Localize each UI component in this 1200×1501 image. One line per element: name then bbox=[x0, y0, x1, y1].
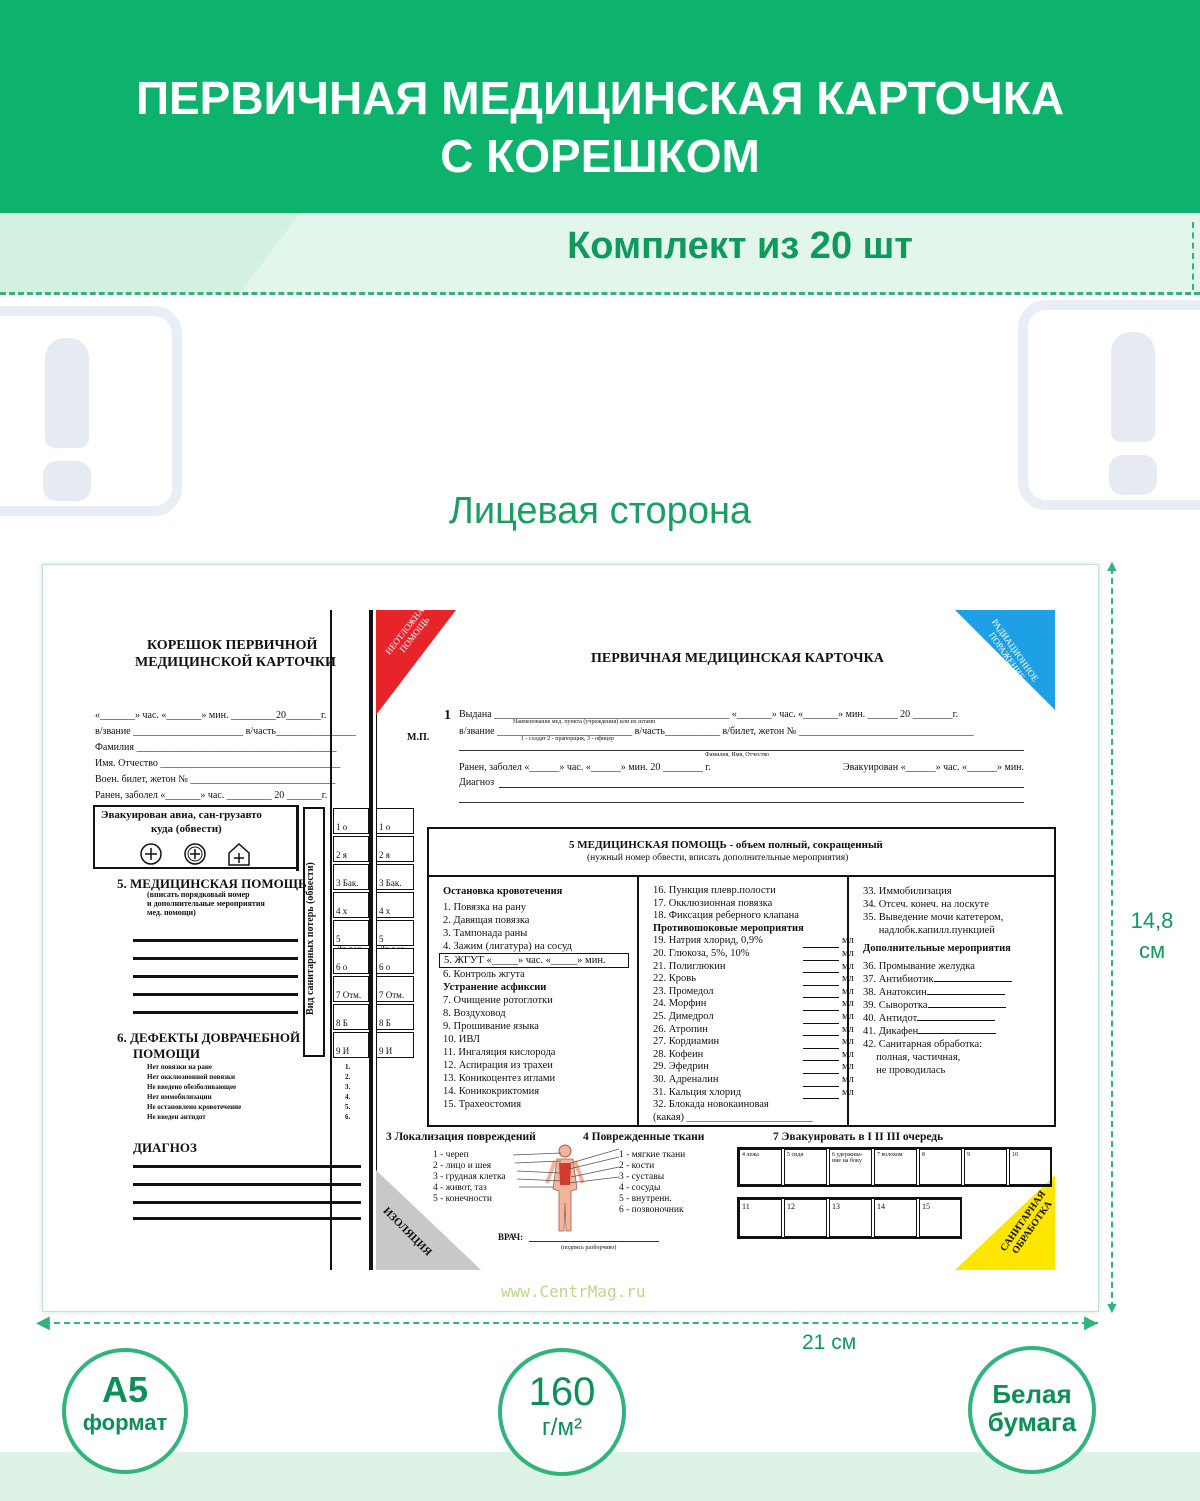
evac-icons bbox=[140, 842, 250, 866]
loss-type-cell[interactable]: 9 И bbox=[376, 1032, 414, 1058]
stub-defects-title: 6. ДЕФЕКТЫ ДОВРАЧЕБНОЙ bbox=[117, 1030, 301, 1045]
set-count: Комплект из 20 шт bbox=[567, 225, 913, 267]
field-number: 1 bbox=[444, 708, 451, 723]
stub-help-title: 5. МЕДИЦИНСКАЯ ПОМОЩЬ bbox=[117, 876, 307, 891]
face-side-label: Лицевая сторона bbox=[448, 490, 752, 532]
stub-row: Имя. Отчество __________________________… bbox=[95, 758, 341, 769]
loss-type-cell[interactable]: 6 о bbox=[333, 948, 369, 974]
loss-type-cell[interactable]: 2 я bbox=[376, 836, 414, 862]
evac-transport-cell[interactable]: 13 bbox=[829, 1199, 872, 1237]
arrow-up-icon: ▲ bbox=[1104, 558, 1120, 575]
corner-red bbox=[376, 610, 456, 715]
arrow-left-icon: ◀ bbox=[36, 1312, 50, 1332]
loss-vertical-label: Вид санитарных потерь (обвести) bbox=[305, 862, 316, 1015]
loss-type-cell[interactable]: 3 Бак. bbox=[376, 864, 414, 890]
loss-type-cell[interactable]: 1 о bbox=[376, 808, 414, 834]
width-label: 21 см bbox=[802, 1331, 857, 1354]
loss-type-cell[interactable]: 5 Др.вор. bbox=[333, 920, 369, 954]
stub-row: Ранен, заболел «_______» час. _________ … bbox=[95, 790, 328, 801]
body-figure-icon bbox=[512, 1144, 620, 1232]
evac-transport-cell[interactable]: 12 bbox=[784, 1199, 827, 1237]
stub-row: Фамилия ________________________________… bbox=[95, 742, 337, 753]
density-badge: 160 г/м² bbox=[498, 1348, 626, 1476]
height-dimension-line bbox=[1111, 568, 1113, 1308]
doctor-label: ВРАЧ: bbox=[498, 1232, 524, 1242]
loss-type-cell[interactable]: 4 х bbox=[376, 892, 414, 918]
arrow-down-icon: ▼ bbox=[1104, 1300, 1120, 1317]
loss-type-cell[interactable]: 4 х bbox=[333, 892, 369, 918]
band-accent bbox=[0, 213, 300, 293]
loss-type-cell[interactable]: 3 Бак. bbox=[333, 864, 369, 890]
watermark: www.CentrMag.ru bbox=[501, 1282, 646, 1301]
stub-row: «_______» час. «_______» мин. _________2… bbox=[95, 710, 327, 721]
evac-transport-cell[interactable]: 14 bbox=[874, 1199, 917, 1237]
evacuation-title: 7 Эвакуировать в I II III очередь bbox=[773, 1131, 944, 1143]
issued-line: Выдана _________________________________… bbox=[459, 709, 959, 720]
evac-option-cell[interactable]: 6 удержива-ние на боку bbox=[829, 1149, 872, 1185]
format-badge: А5 формат bbox=[62, 1348, 188, 1474]
arrow-right-icon: ▶ bbox=[1084, 1312, 1098, 1332]
evacuated-line: Эвакуирован «______» час. «______» мин. bbox=[843, 762, 1025, 773]
medical-card-preview: КОРЕШОК ПЕРВИЧНОЙ МЕДИЦИНСКОЙ КАРТОЧКИ «… bbox=[42, 564, 1099, 1312]
evac-option-cell[interactable]: 8 bbox=[919, 1149, 962, 1185]
header-title-line2: С КОРЕШКОМ bbox=[440, 130, 760, 182]
corner-yellow bbox=[955, 1175, 1055, 1270]
loss-type-cell[interactable]: 1 о bbox=[333, 808, 369, 834]
dashed-divider bbox=[0, 292, 1200, 295]
evac-option-cell[interactable]: 9 bbox=[964, 1149, 1007, 1185]
header-title-line1: ПЕРВИЧНАЯ МЕДИЦИНСКАЯ КАРТОЧКА bbox=[135, 72, 1065, 124]
stub-title-2: МЕДИЦИНСКОЙ КАРТОЧКИ bbox=[135, 655, 336, 670]
wounded-line: Ранен, заболел «______» час. «______» ми… bbox=[459, 762, 711, 773]
stub-row: Воен. билет, жетон № ___________________… bbox=[95, 774, 336, 785]
page-header: ПЕРВИЧНАЯ МЕДИЦИНСКАЯ КАРТОЧКА С КОРЕШКО… bbox=[0, 0, 1200, 213]
paper-badge: Белая бумага bbox=[968, 1346, 1096, 1474]
width-dimension-line bbox=[44, 1322, 1098, 1324]
defects-numbers: 1.2.3.4.5.6. bbox=[345, 1063, 351, 1121]
loss-type-cell[interactable]: 7 Отм. bbox=[376, 976, 414, 1002]
loss-type-cell[interactable]: 9 И bbox=[333, 1032, 369, 1058]
evac-transport-cell[interactable]: 15 bbox=[919, 1199, 962, 1237]
diagnosis-line: Диагноз bbox=[459, 777, 495, 788]
corner-gray bbox=[376, 1170, 481, 1270]
evac-option-cell[interactable]: 4 лежа bbox=[739, 1149, 782, 1185]
dashed-edge bbox=[1192, 222, 1194, 290]
loss-type-cell[interactable]: 8 Б bbox=[376, 1004, 414, 1030]
loss-type-cell[interactable]: 7 Отм. bbox=[333, 976, 369, 1002]
tissues-title: 4 Поврежденные ткани bbox=[583, 1131, 705, 1143]
evac-transport-cell[interactable]: 11 bbox=[739, 1199, 782, 1237]
help-column-1: Остановка кровотечения 1. Повязка на ран… bbox=[439, 885, 629, 1111]
evac-option-cell[interactable]: 5 сидя bbox=[784, 1149, 827, 1185]
stub-row: в/звание ______________________ в/часть_… bbox=[95, 726, 356, 737]
loss-type-cell[interactable]: 6 о bbox=[376, 948, 414, 974]
corner-blue bbox=[955, 610, 1055, 710]
medical-help-table: 5 МЕДИЦИНСКАЯ ПОМОЩЬ - объем полный, сок… bbox=[427, 827, 1056, 1127]
card-title: ПЕРВИЧНАЯ МЕДИЦИНСКАЯ КАРТОЧКА bbox=[591, 651, 884, 666]
stub-evac-box: Эвакуирован авиа, сан-грузавто куда (обв… bbox=[93, 805, 298, 869]
exclamation-icon bbox=[1018, 300, 1200, 510]
exclamation-icon bbox=[0, 306, 182, 516]
localization-title: 3 Локализация повреждений bbox=[386, 1131, 536, 1143]
stub-diagnosis: ДИАГНОЗ bbox=[133, 1140, 197, 1155]
rank-line: в/звание ___________________________ в/ч… bbox=[459, 726, 974, 737]
loss-type-cell[interactable]: 8 Б bbox=[333, 1004, 369, 1030]
stub-title-1: КОРЕШОК ПЕРВИЧНОЙ bbox=[147, 638, 318, 653]
loss-type-cell[interactable]: 5 Др.вор. bbox=[376, 920, 414, 954]
loss-type-cell[interactable]: 2 я bbox=[333, 836, 369, 862]
evac-option-cell[interactable]: 7 волоком bbox=[874, 1149, 917, 1185]
stamp-place: М.П. bbox=[407, 732, 430, 743]
evac-option-cell[interactable]: 10 bbox=[1009, 1149, 1052, 1185]
